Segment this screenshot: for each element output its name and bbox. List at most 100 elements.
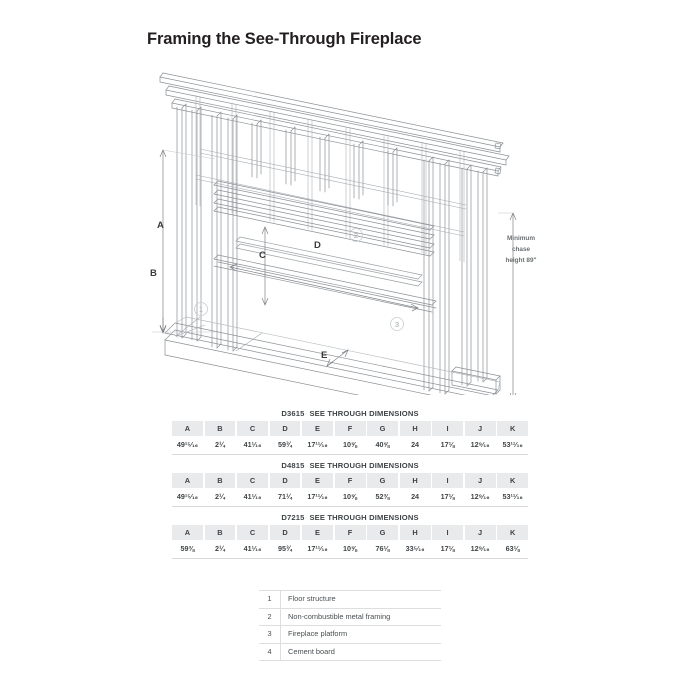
table-cell: 63⅛	[505, 544, 520, 554]
table-cell: 10⅝	[343, 492, 358, 502]
opening-sill	[213, 254, 437, 313]
table-cell: 24	[411, 440, 420, 450]
table-cell: 41¹⁄₁₆	[243, 492, 262, 502]
legend-row: 3 Fireplace platform	[259, 626, 441, 644]
column-header: G	[367, 473, 399, 489]
table-bottom-rule	[172, 506, 528, 508]
table-cell: 2¼	[214, 544, 225, 554]
column-header: F	[334, 421, 366, 437]
table-cell: 71¼	[278, 492, 292, 502]
table-cell: 24	[411, 492, 420, 502]
column-header: A	[172, 473, 203, 489]
legend-row: 2 Non-combustible metal framing	[259, 608, 441, 626]
fireplace-platform	[164, 316, 501, 395]
front-top-plate	[171, 98, 502, 177]
column-header: I	[432, 525, 464, 541]
base-braces	[175, 316, 263, 352]
dimension-table-d7215: D7215 SEE THROUGH DIMENSIONS A B C D E F …	[172, 513, 529, 560]
table-cell: 52⅜	[375, 492, 390, 502]
table-value-row: 59⅜ 2¼ 41¹⁄₁₆ 95¾ 17¹¹⁄₁₆ 10⅝ 76⅛ 33⁵⁄₁₆…	[172, 540, 528, 558]
table-header-row: A B C D E F G H I J K	[172, 525, 529, 541]
chase-note-line1: Minimum	[507, 235, 535, 242]
dimension-table-d3615: D3615 SEE THROUGH DIMENSIONS A B C D E F …	[172, 409, 529, 456]
base-curb-right	[451, 366, 501, 395]
table-cell: 10⅝	[343, 544, 358, 554]
legend-row: 1 Floor structure	[259, 590, 441, 609]
callout-3-label: 3	[395, 320, 399, 329]
table-cell: 59⅜	[180, 544, 195, 554]
column-header: K	[497, 525, 529, 541]
table-value-row: 49¹⁵⁄₁₆ 2¼ 41¹⁄₁₆ 71¼ 17¹¹⁄₁₆ 10⅝ 52⅜ 24…	[172, 488, 528, 506]
dimension-lines	[152, 149, 517, 395]
column-header: J	[464, 473, 496, 489]
table-title-text: SEE THROUGH DIMENSIONS	[309, 513, 419, 522]
legend-label: Cement board	[288, 646, 335, 656]
dimension-line-d	[229, 266, 419, 309]
table-bottom-rule	[172, 454, 528, 456]
dimension-label-a: A	[157, 220, 164, 231]
dimension-label-e: E	[321, 350, 327, 361]
column-header: D	[269, 473, 301, 489]
column-header: F	[334, 473, 366, 489]
column-header: H	[399, 421, 431, 437]
table-cell: 10⅝	[343, 440, 358, 450]
callout-2-label: 2	[354, 231, 358, 240]
column-header: D	[269, 525, 301, 541]
column-header: G	[367, 525, 399, 541]
table-cell: 17⅛	[440, 492, 455, 502]
legend-label: Non-combustible metal framing	[288, 611, 391, 621]
column-header: B	[204, 473, 236, 489]
legend-number: 1	[259, 591, 281, 608]
column-header: B	[204, 525, 236, 541]
table-title-text: SEE THROUGH DIMENSIONS	[309, 409, 419, 418]
firebox-support-rail	[235, 236, 423, 287]
column-header: E	[302, 525, 333, 541]
column-header: C	[237, 525, 268, 541]
dimension-label-b: B	[150, 268, 157, 279]
column-header: E	[302, 473, 333, 489]
table-cell: 49¹⁵⁄₁₆	[176, 492, 199, 502]
table-cell: 12⁹⁄₁₆	[470, 492, 490, 502]
table-cell: 41¹⁄₁₆	[243, 440, 262, 450]
table-cell: 17⅛	[440, 440, 455, 450]
column-header: I	[432, 473, 464, 489]
page-title: Framing the See-Through Fireplace	[147, 30, 422, 48]
column-header: H	[399, 473, 431, 489]
table-cell: 53¹¹⁄₁₆	[502, 492, 523, 502]
table-cell: 17¹¹⁄₁₆	[307, 440, 328, 450]
chase-note-line2: chase	[512, 246, 531, 253]
column-header: B	[204, 421, 236, 437]
top-plate-rails	[159, 72, 510, 166]
dimension-label-d: D	[314, 240, 321, 251]
column-header: J	[464, 525, 496, 541]
column-header: C	[237, 473, 268, 489]
table-cell: 17⅛	[440, 544, 455, 554]
model-number: D7215	[281, 513, 305, 522]
column-header: G	[367, 421, 399, 437]
legend-label: Fireplace platform	[288, 629, 348, 638]
legend-number: 2	[259, 608, 281, 625]
column-header: F	[334, 525, 366, 541]
table-cell: 95¾	[278, 544, 292, 554]
table-cell: 12⁹⁄₁₆	[470, 544, 490, 554]
front-king-studs	[176, 103, 488, 395]
table-header-row: A B C D E F G H I J K	[172, 421, 529, 437]
table-cell: 76⅛	[375, 544, 390, 554]
callout-1-label: 1	[199, 305, 203, 314]
table-value-row: 49¹⁵⁄₁₆ 2¼ 41¹⁄₁₆ 59¾ 17¹¹⁄₁₆ 10⅝ 40⅝ 24…	[172, 436, 528, 454]
legend-label: Floor structure	[288, 594, 336, 603]
table-cell: 33⁵⁄₁₆	[405, 544, 425, 554]
table-cell: 17¹¹⁄₁₆	[307, 492, 328, 502]
legend-number: 3	[259, 626, 281, 643]
model-number: D3615	[281, 409, 305, 418]
column-header: E	[302, 421, 333, 437]
dimension-table-title: D3615 SEE THROUGH DIMENSIONS	[172, 409, 528, 418]
chase-note-line3: height 89"	[505, 257, 536, 264]
floor-structure	[164, 339, 360, 395]
callout-1: 1	[194, 302, 208, 316]
column-header: J	[464, 421, 496, 437]
dimension-label-c: C	[259, 250, 266, 261]
callout-3: 3	[390, 317, 404, 331]
